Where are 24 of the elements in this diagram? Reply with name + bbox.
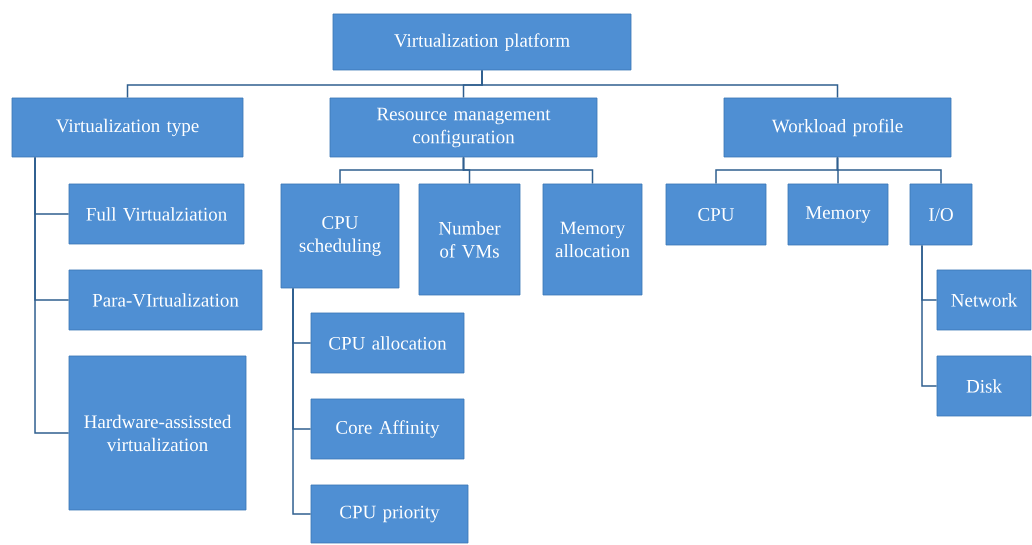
process-box: Para-VIrtualization — [68, 269, 263, 331]
connector-line — [481, 69, 839, 99]
connector-line — [921, 244, 938, 387]
process-box: CPU — [665, 183, 767, 246]
process-box: Core Affinity — [310, 398, 465, 460]
process-box: CPU scheduling — [280, 183, 400, 289]
process-box: Memory — [787, 183, 889, 246]
process-box: Full Virtualziation — [68, 183, 245, 245]
connector-line — [292, 287, 312, 515]
process-box: Disk — [936, 355, 1032, 417]
process-box: Virtualization type — [11, 97, 244, 158]
process-box: Number of VMs — [418, 183, 521, 296]
process-box: Hardware-assissted virtualization — [68, 355, 247, 511]
process-box: CPU priority — [310, 484, 469, 544]
process-box: I/O — [909, 183, 973, 246]
process-box: Memory allocation — [542, 183, 643, 296]
process-box: Virtualization platform — [332, 13, 632, 71]
connector-line — [462, 156, 594, 185]
connector-line — [34, 156, 70, 434]
process-box: Network — [936, 269, 1032, 331]
process-box: CPU allocation — [310, 312, 465, 374]
connector-line — [836, 156, 942, 185]
process-box: Workload profile — [723, 97, 952, 158]
process-box: Resource management configuration — [329, 97, 598, 158]
